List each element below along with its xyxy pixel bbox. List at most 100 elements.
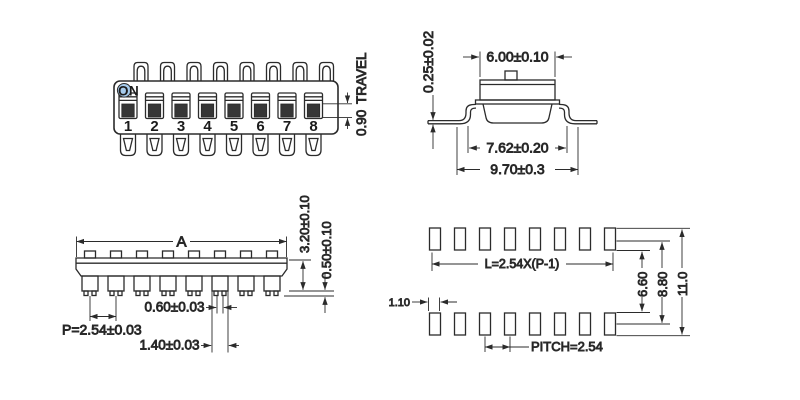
standoff-label: 0.50±0.10 [319,221,334,279]
body-height-dimension: 3.20±0.10 [289,195,334,292]
on-label: ON [118,84,139,99]
side-body [479,79,556,101]
overall-height-dimension: 11.0 [616,227,690,337]
pad [478,312,492,336]
pad-width-label: 1.10 [389,297,410,309]
terminal [81,275,99,297]
length-formula-dimension: L=2.54X(P-1) [431,252,614,272]
travel-label: TRAVEL [354,52,369,104]
terminal [159,275,177,297]
top-pin [186,61,202,82]
switch-slider-6 [250,92,271,120]
pitch-dimension: P=2.54±0.03 [62,296,142,338]
terminal [107,275,125,297]
pad-pitch-dimension: PITCH=2.54 [484,336,603,355]
body-bump [213,250,227,259]
lead-thickness-label: 0.25±0.02 [420,31,436,93]
switch-body [113,80,339,135]
overall-height-label: 11.0 [675,272,690,296]
switch-number-3: 3 [177,118,185,135]
switch-number-4: 4 [203,118,212,135]
row-inner-gap-dimension: 6.60 [616,250,650,313]
switch-number-7: 7 [283,118,291,135]
top-pin [265,61,282,82]
top-width-label: 6.00±0.10 [486,49,548,65]
bottom-pin [252,133,269,157]
pad [478,227,492,251]
pad [428,227,442,251]
terminal [133,275,151,297]
bottom-pin [119,133,137,157]
switch-slider-4 [197,92,218,120]
land-pattern-view: L=2.54X(P-1) 1.10 PITCH=2.54 6.60 [388,227,690,355]
on-indicator-dot [116,83,132,98]
pad-pitch-label: PITCH=2.54 [531,339,603,354]
overall-length-dimension: A [76,233,287,257]
pad [578,312,592,336]
bottom-pin [199,133,216,157]
bottom-pin [278,133,296,157]
body-bump [187,250,201,259]
terminal-tip-width-dimension: 0.60±0.03 [144,296,237,315]
bottom-pin [305,133,322,157]
pitch-label: P=2.54±0.03 [62,322,142,338]
bottom-pin [172,133,190,157]
switch-number-2: 2 [150,118,158,135]
terminal [237,275,255,297]
body-bump [161,250,175,259]
pad [503,312,517,336]
bottom-view-outline [75,250,288,297]
overall-width-dimension: 9.70±0.3 [456,127,579,177]
side-view-outline [427,70,598,125]
switch-number-1: 1 [124,118,132,135]
pad [503,227,517,251]
lead-span-label: 7.62±0.20 [486,140,548,156]
side-view: 6.00±0.10 0.25±0.02 7.62±0.20 9.70±0.3 [420,30,598,177]
right-lead [558,103,597,122]
pad [528,312,542,336]
pad [428,312,442,336]
top-pin [292,61,308,82]
lead-thickness-dimension: 0.25±0.02 [420,30,436,149]
front-view: ON 1 2 3 4 5 6 7 8 TRAVEL 0.90 [113,52,369,157]
body-bump [239,250,253,259]
pad-width-dimension: 1.10 [388,296,457,311]
switch-slider-5 [224,92,244,120]
land-pattern-pads [428,227,617,336]
terminal [211,275,229,297]
side-base [482,103,553,124]
top-pin [212,61,229,82]
row-center-distance-dimension: 8.80 [616,240,670,325]
top-pin [159,61,176,82]
bottom-body [75,257,288,277]
actuator-knob [504,70,518,81]
top-width-dimension: 6.00±0.10 [463,48,572,77]
row-center-distance-label: 8.80 [655,272,670,297]
front-view-body-and-pins [113,61,339,157]
body-bump [135,250,149,259]
switch-slider-8 [303,92,324,120]
top-pin [318,61,335,82]
standoff-dimension: 0.50±0.10 [284,221,334,313]
top-pin [239,61,255,82]
pad [553,227,567,251]
terminal [263,275,281,297]
switch-slider-2 [144,92,165,120]
top-pin [133,61,149,82]
pad [453,312,467,336]
pad [603,312,617,336]
bottom-pin [146,133,163,157]
bottom-view: A 3.20±0.10 0.50±0.10 0.60±0.03 P=2.54 [62,195,335,353]
travel-dimension: TRAVEL 0.90 [322,52,369,136]
body-bump [109,250,123,259]
overall-length-label: A [176,234,186,251]
pad [453,227,467,251]
terminal-base-width-dimension: 1.40±0.03 [139,291,239,353]
switch-number-5: 5 [230,118,238,135]
switch-number-8: 8 [309,118,317,135]
switch-slider-7 [277,92,297,120]
bottom-pin [225,133,243,157]
switch-number-6: 6 [256,118,264,135]
